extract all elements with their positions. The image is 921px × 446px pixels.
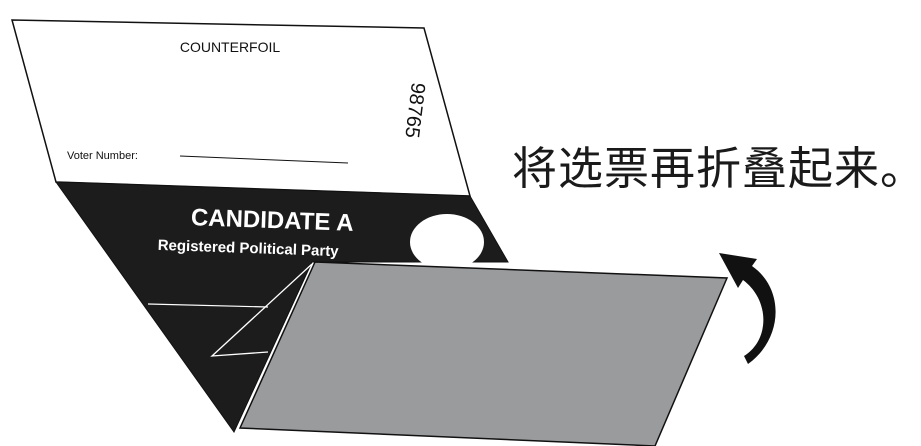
voter-number-label: Voter Number:: [67, 150, 138, 162]
fold-arrow-icon: [719, 253, 776, 364]
folded-flap: [238, 261, 729, 446]
fold-crease-lines: [210, 263, 313, 357]
candidate-divider-line: [147, 303, 269, 308]
ballot-hole: [410, 214, 484, 270]
candidate-section: [55, 181, 509, 433]
counterfoil-label: COUNTERFOIL: [180, 39, 281, 55]
voter-number-line: [179, 155, 349, 164]
candidate-name: CANDIDATE A: [191, 204, 354, 237]
fold-instruction-text: 将选票再折叠起来。: [512, 142, 921, 195]
party-name: Registered Political Party: [157, 237, 339, 260]
